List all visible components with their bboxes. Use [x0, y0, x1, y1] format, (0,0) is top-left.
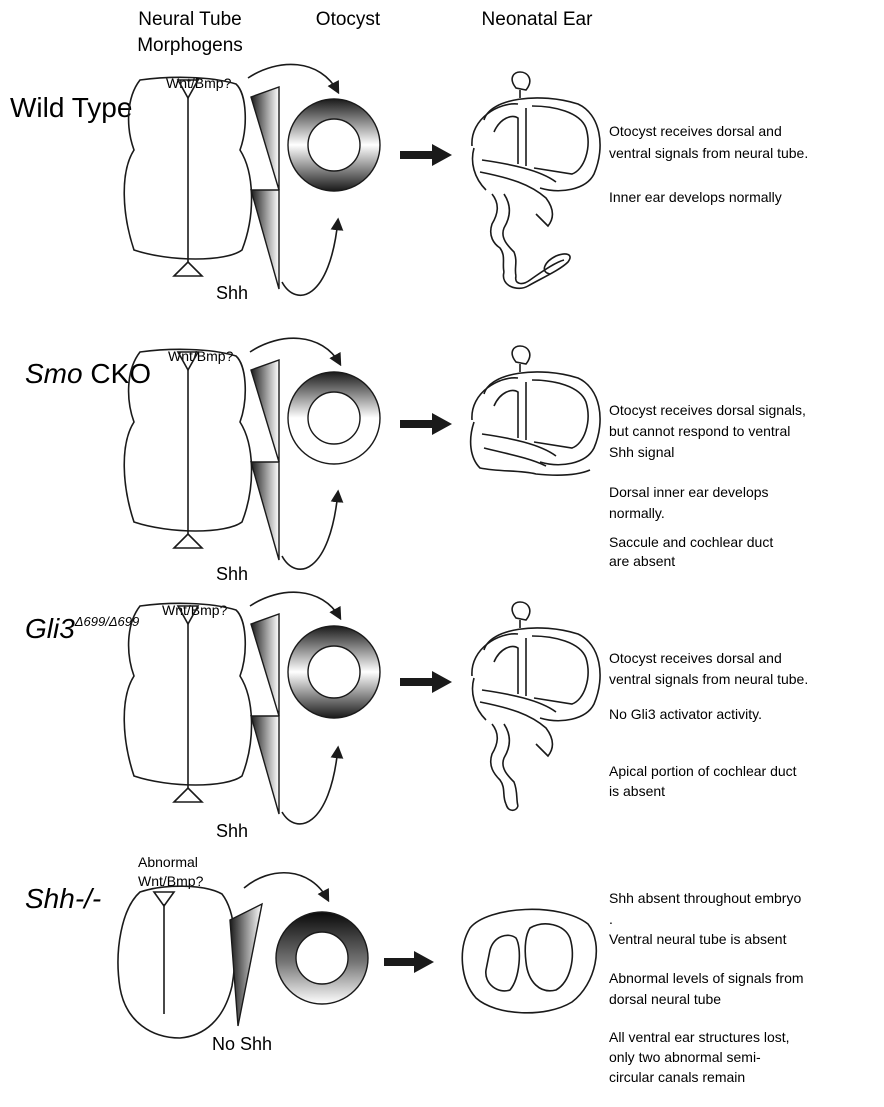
row-label: Gli3Δ699/Δ699 [25, 613, 139, 644]
description-line: dorsal neural tube [609, 991, 721, 1007]
wnt-bmp-arrow [244, 873, 328, 900]
shh-arrow [282, 492, 338, 569]
dorsal-gradient-triangle [251, 360, 279, 462]
description-line: ventral signals from neural tube. [609, 671, 808, 687]
shh-label: No Shh [212, 1034, 272, 1054]
otocyst-ring [276, 912, 368, 1004]
description-line: is absent [609, 783, 665, 799]
row-label: Smo CKO [25, 358, 151, 389]
description-line: Inner ear develops normally [609, 189, 782, 205]
description-line: All ventral ear structures lost, [609, 1029, 790, 1045]
floor-plate-icon [174, 788, 202, 802]
description-line: Dorsal inner ear develops [609, 484, 769, 500]
dorsal-gradient-triangle [230, 904, 262, 1026]
neural-tube-outline [118, 886, 235, 1038]
description-line: Abnormal levels of signals from [609, 970, 804, 986]
row-wild-type: Wild Type Wnt/Bmp? Shh [10, 64, 808, 303]
description-line: Shh signal [609, 444, 674, 460]
row-label: Wild Type [10, 92, 132, 123]
development-arrow [400, 413, 452, 435]
ventral-gradient-triangle [251, 716, 279, 814]
description-line: Otocyst receives dorsal signals, [609, 402, 806, 418]
description-line: only two abnormal semi- [609, 1049, 761, 1065]
neonatal-ear-wild-type [472, 72, 600, 288]
shh-arrow [282, 748, 338, 824]
neonatal-ear-gli3 [472, 602, 600, 810]
signal-label: Abnormal [138, 854, 198, 870]
otocyst-ring [288, 626, 380, 718]
development-arrow [400, 144, 452, 166]
header-otocyst: Otocyst [316, 9, 381, 30]
development-arrow [400, 671, 452, 693]
description-line: . [609, 911, 613, 927]
otocyst-ring [288, 99, 380, 191]
otocyst-ring [288, 372, 380, 464]
shh-arrow [282, 220, 338, 295]
description-line: Apical portion of cochlear duct [609, 763, 797, 779]
floor-plate-icon [174, 262, 202, 276]
wnt-bmp-arrow [250, 592, 340, 618]
description-line: Ventral neural tube is absent [609, 931, 787, 947]
header-neural-tube: Neural Tube [138, 9, 242, 30]
neonatal-ear-smo-cko [471, 346, 600, 475]
description-line: Saccule and cochlear duct [609, 534, 773, 550]
ventral-gradient-triangle [251, 190, 279, 289]
header-neonatal-ear: Neonatal Ear [482, 9, 594, 30]
shh-label: Shh [216, 821, 248, 841]
row-smo-cko: Smo CKO Wnt/Bmp? Shh Otocyst receives do… [25, 338, 806, 584]
roof-plate-icon [154, 892, 174, 906]
description-line: but cannot respond to ventral [609, 423, 790, 439]
dorsal-gradient-triangle [251, 87, 279, 190]
neonatal-ear-shh-null [462, 909, 596, 1012]
header-morphogens: Morphogens [137, 35, 243, 56]
dorsal-gradient-triangle [251, 614, 279, 716]
description-line: Shh absent throughout embryo [609, 890, 801, 906]
description-line: ventral signals from neural tube. [609, 145, 808, 161]
description-line: circular canals remain [609, 1069, 745, 1085]
development-arrow [384, 951, 434, 973]
row-shh-null: Shh-/- Abnormal Wnt/Bmp? No Shh Shh abse… [25, 854, 804, 1085]
description-line: Otocyst receives dorsal and [609, 650, 782, 666]
shh-label: Shh [216, 283, 248, 303]
floor-plate-icon [174, 534, 202, 548]
wnt-bmp-arrow [248, 64, 338, 92]
ventral-gradient-triangle [251, 462, 279, 560]
description-line: Otocyst receives dorsal and [609, 123, 782, 139]
row-label: Shh-/- [25, 883, 101, 914]
row-gli3: Gli3Δ699/Δ699 Wnt/Bmp? Shh Otocyst re [25, 592, 808, 841]
shh-label: Shh [216, 564, 248, 584]
description-line: No Gli3 activator activity. [609, 706, 762, 722]
description-line: are absent [609, 553, 675, 569]
wnt-bmp-arrow [250, 338, 340, 364]
description-line: normally. [609, 505, 665, 521]
